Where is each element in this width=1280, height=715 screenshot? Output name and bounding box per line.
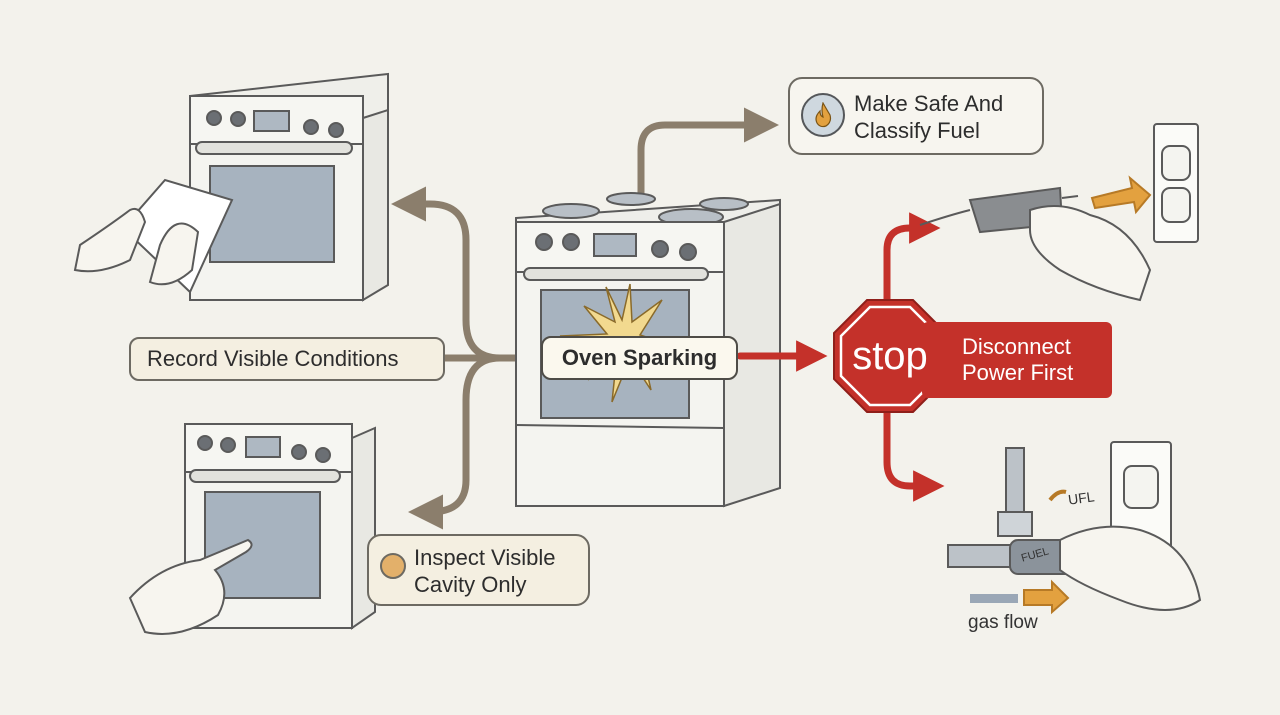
- disconnect-line-2: Power First: [962, 360, 1074, 385]
- arrow-to-gas: [883, 408, 945, 502]
- oven-sparking-text: Oven Sparking: [561, 345, 718, 370]
- stop-sign-icon: [833, 299, 947, 413]
- inspect-line-2: Cavity Only: [414, 572, 527, 597]
- arrow-to-make-safe: [637, 107, 779, 199]
- red-arrows: [736, 212, 945, 502]
- orange-dot-icon: [380, 553, 406, 579]
- disconnect-line-1: Disconnect: [962, 334, 1071, 359]
- record-visible-conditions-label: Record Visible Conditions: [129, 337, 445, 381]
- arrow-to-plug: [883, 212, 941, 304]
- make-safe-text: Make Safe And Classify Fuel: [854, 90, 1003, 144]
- oven-inspect-illustration: [128, 423, 376, 635]
- disconnect-power-banner: Disconnect Power First: [922, 322, 1112, 398]
- oven-notepad-illustration: [73, 72, 389, 302]
- oven-sparking-label: Oven Sparking: [541, 336, 738, 380]
- record-label-text: Record Visible Conditions: [147, 346, 399, 371]
- arrow-up-left: [391, 186, 504, 362]
- stop-sign-text: stop: [852, 333, 928, 378]
- power-plug-illustration: [919, 123, 1199, 302]
- gas-flow-label: gas flow: [968, 612, 1038, 633]
- inspect-cavity-text: Inspect Visible Cavity Only: [414, 544, 555, 598]
- arrow-down-left: [408, 354, 504, 530]
- make-safe-line-2: Classify Fuel: [854, 118, 980, 143]
- inspect-line-1: Inspect Visible: [414, 545, 556, 570]
- flame-icon: [801, 93, 845, 137]
- make-safe-line-1: Make Safe And: [854, 91, 1004, 116]
- gas-valve-illustration: [947, 441, 1202, 615]
